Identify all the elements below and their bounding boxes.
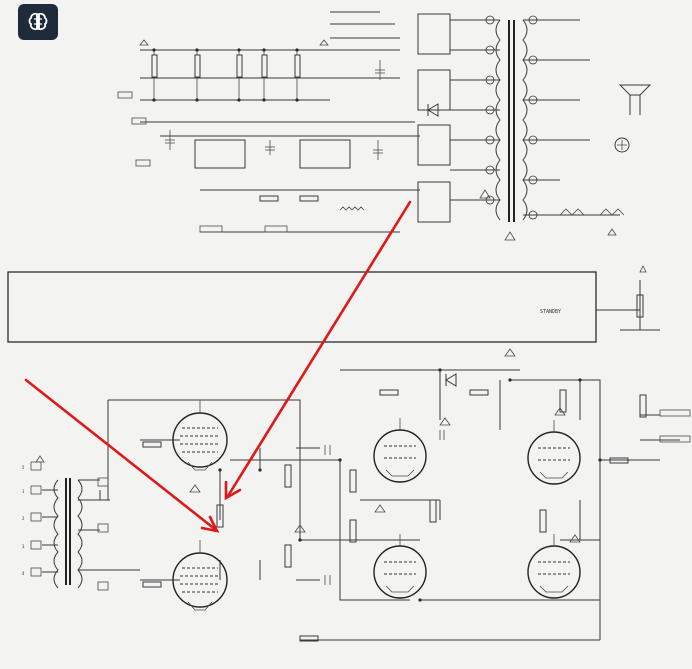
standby-block-label: STANDBY — [540, 309, 561, 315]
regulator-ic-4 — [417, 69, 451, 111]
amplifier-section — [107, 348, 691, 642]
terminal-strip: 1 2 3 4 5 — [22, 461, 42, 577]
power-transformer — [450, 15, 652, 241]
trimmer-resistor-2 — [194, 50, 201, 100]
power-supply-section — [117, 11, 451, 233]
terminal-5-box — [30, 461, 42, 471]
terminal-4-box — [30, 567, 42, 577]
annotation-arrowhead-2 — [200, 515, 220, 533]
terminal-1-label: 1 — [22, 489, 25, 494]
terminal-2-box — [30, 512, 42, 522]
trimmer-resistor-1 — [151, 50, 158, 100]
annotation-arrow-from-left — [24, 378, 218, 532]
standby-block: STANDBY — [7, 265, 660, 343]
terminal-3-label: 3 — [22, 544, 25, 549]
annotation-arrowhead-1 — [224, 480, 242, 501]
trimmer-resistor-4 — [261, 50, 268, 100]
terminal-3-box — [30, 540, 42, 550]
power-tube-bottom — [172, 540, 228, 611]
annotation-arrow-from-supply — [226, 200, 412, 498]
input-transformer: 1 2 3 4 5 — [22, 455, 140, 591]
input-tube-lower — [527, 534, 581, 599]
regulator-ic-6 — [417, 181, 451, 223]
terminal-4-label: 4 — [22, 571, 25, 576]
trimmer-resistor-3 — [236, 50, 243, 100]
terminal-1-box — [30, 485, 42, 495]
driver-tube-lower — [373, 534, 427, 599]
terminal-2-label: 2 — [22, 516, 25, 521]
red-annotation-arrows — [24, 200, 412, 533]
app-menu-button[interactable] — [18, 4, 58, 40]
regulator-ic-2 — [299, 139, 351, 169]
input-tube-upper — [527, 420, 581, 485]
standby-block-outline — [7, 271, 597, 343]
brain-icon — [28, 12, 48, 31]
driver-tube-upper — [373, 418, 427, 483]
regulator-ic-5 — [417, 124, 451, 166]
terminal-5-label: 5 — [22, 465, 25, 470]
power-tube-top — [172, 400, 228, 471]
regulator-ic-1 — [194, 139, 246, 169]
trimmer-resistor-5 — [294, 50, 301, 100]
regulator-ic-3 — [417, 13, 451, 55]
